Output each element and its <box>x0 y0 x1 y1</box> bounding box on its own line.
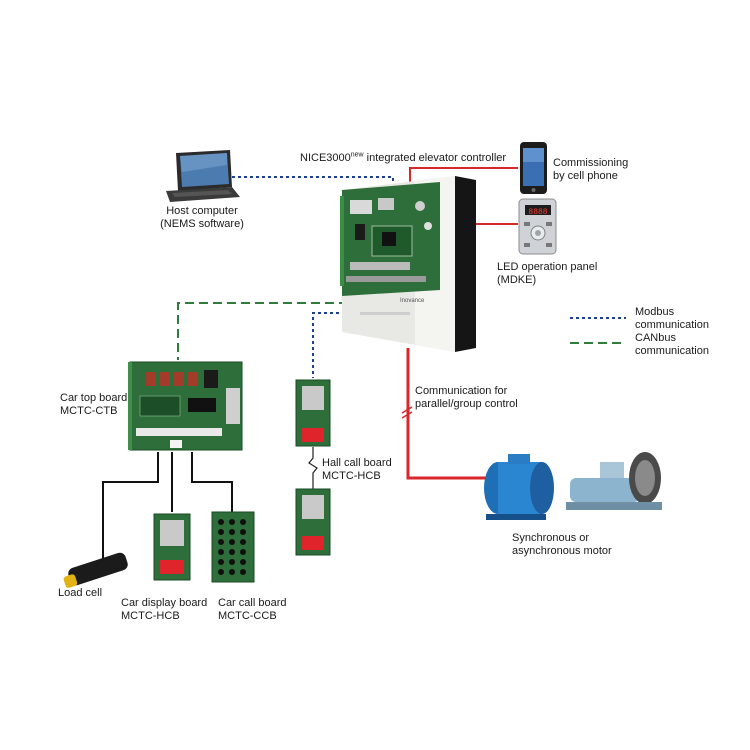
led-display-text: 8888 <box>528 208 547 217</box>
phone-link-line <box>409 167 518 183</box>
car-display-board-label: Car display board MCTC-HCB <box>121 597 207 623</box>
cartop-line-1: Car top board <box>60 392 128 404</box>
controller-icon: Inovance <box>340 176 476 352</box>
led-panel-icon: 8888 <box>518 198 557 255</box>
comm-line-1: Communication for <box>415 385 508 397</box>
controller-title: NICE3000new integrated elevator controll… <box>300 148 506 165</box>
load-line-1: Load cell <box>58 587 103 599</box>
load-cell-icon <box>63 552 128 588</box>
legend-modbus-line-1: Modbus <box>635 306 675 318</box>
group-control-mark <box>401 406 413 419</box>
title-suffix: integrated elevator controller <box>363 151 507 164</box>
hall-line-2: MCTC-HCB <box>322 470 381 482</box>
phone-line-2: by cell phone <box>553 170 618 182</box>
car-call-board-icon <box>211 511 255 583</box>
title-sup: new <box>350 151 364 158</box>
cartop-line-2: MCTC-CTB <box>60 405 118 417</box>
carcall-line-1: Car call board <box>218 597 287 609</box>
title-prefix: NICE3000 <box>300 151 351 164</box>
hall-call-board-icon <box>295 379 331 556</box>
carcall-line-2: MCTC-CCB <box>218 610 277 622</box>
hall-line-1: Hall call board <box>322 457 392 469</box>
load-cell-label: Load cell <box>58 587 102 600</box>
motor-line-2: asynchronous motor <box>512 545 612 557</box>
controller-brand: Inovance <box>400 298 425 304</box>
car-display-board-icon <box>153 513 191 581</box>
hall-call-board-label: Hall call board MCTC-HCB <box>322 457 392 483</box>
car-top-board-icon <box>128 361 243 451</box>
hall-link-line <box>308 447 318 489</box>
cable-car-call <box>191 452 233 512</box>
motor-power-line <box>406 348 486 480</box>
legend-modbus-line-2: communication <box>635 319 709 331</box>
cell-phone-icon <box>520 142 547 194</box>
host-computer-label: Host computer (NEMS software) <box>156 205 248 231</box>
legend-canbus-line-1: CANbus <box>635 332 676 344</box>
cardisp-line-1: Car display board <box>121 597 208 609</box>
car-call-board-label: Car call board MCTC-CCB <box>218 597 286 623</box>
led-line-2: (MDKE) <box>497 274 537 286</box>
led-panel-label: LED operation panel (MDKE) <box>497 261 597 287</box>
group-control-label: Communication for parallel/group control <box>415 385 518 411</box>
cardisp-line-2: MCTC-HCB <box>121 610 180 622</box>
phone-label: Commissioning by cell phone <box>553 157 628 183</box>
cable-load-cell <box>102 452 159 560</box>
led-line-1: LED operation panel <box>497 261 598 273</box>
legend-modbus-label: Modbus communication <box>635 306 709 332</box>
host-line-1: Host computer <box>166 205 238 217</box>
legend-canbus-label: CANbus communication <box>635 332 709 358</box>
motor-line-1: Synchronous or <box>512 532 590 544</box>
comm-line-2: parallel/group control <box>415 398 518 410</box>
motor-label: Synchronous or asynchronous motor <box>512 532 612 558</box>
host-line-2: (NEMS software) <box>160 218 244 230</box>
canbus-line-cartop <box>177 283 357 360</box>
phone-line-1: Commissioning <box>553 157 629 169</box>
laptop-icon <box>166 150 240 202</box>
motor-icon <box>484 452 662 520</box>
legend-canbus-line-2: communication <box>635 345 709 357</box>
car-top-board-label: Car top board MCTC-CTB <box>60 392 127 418</box>
